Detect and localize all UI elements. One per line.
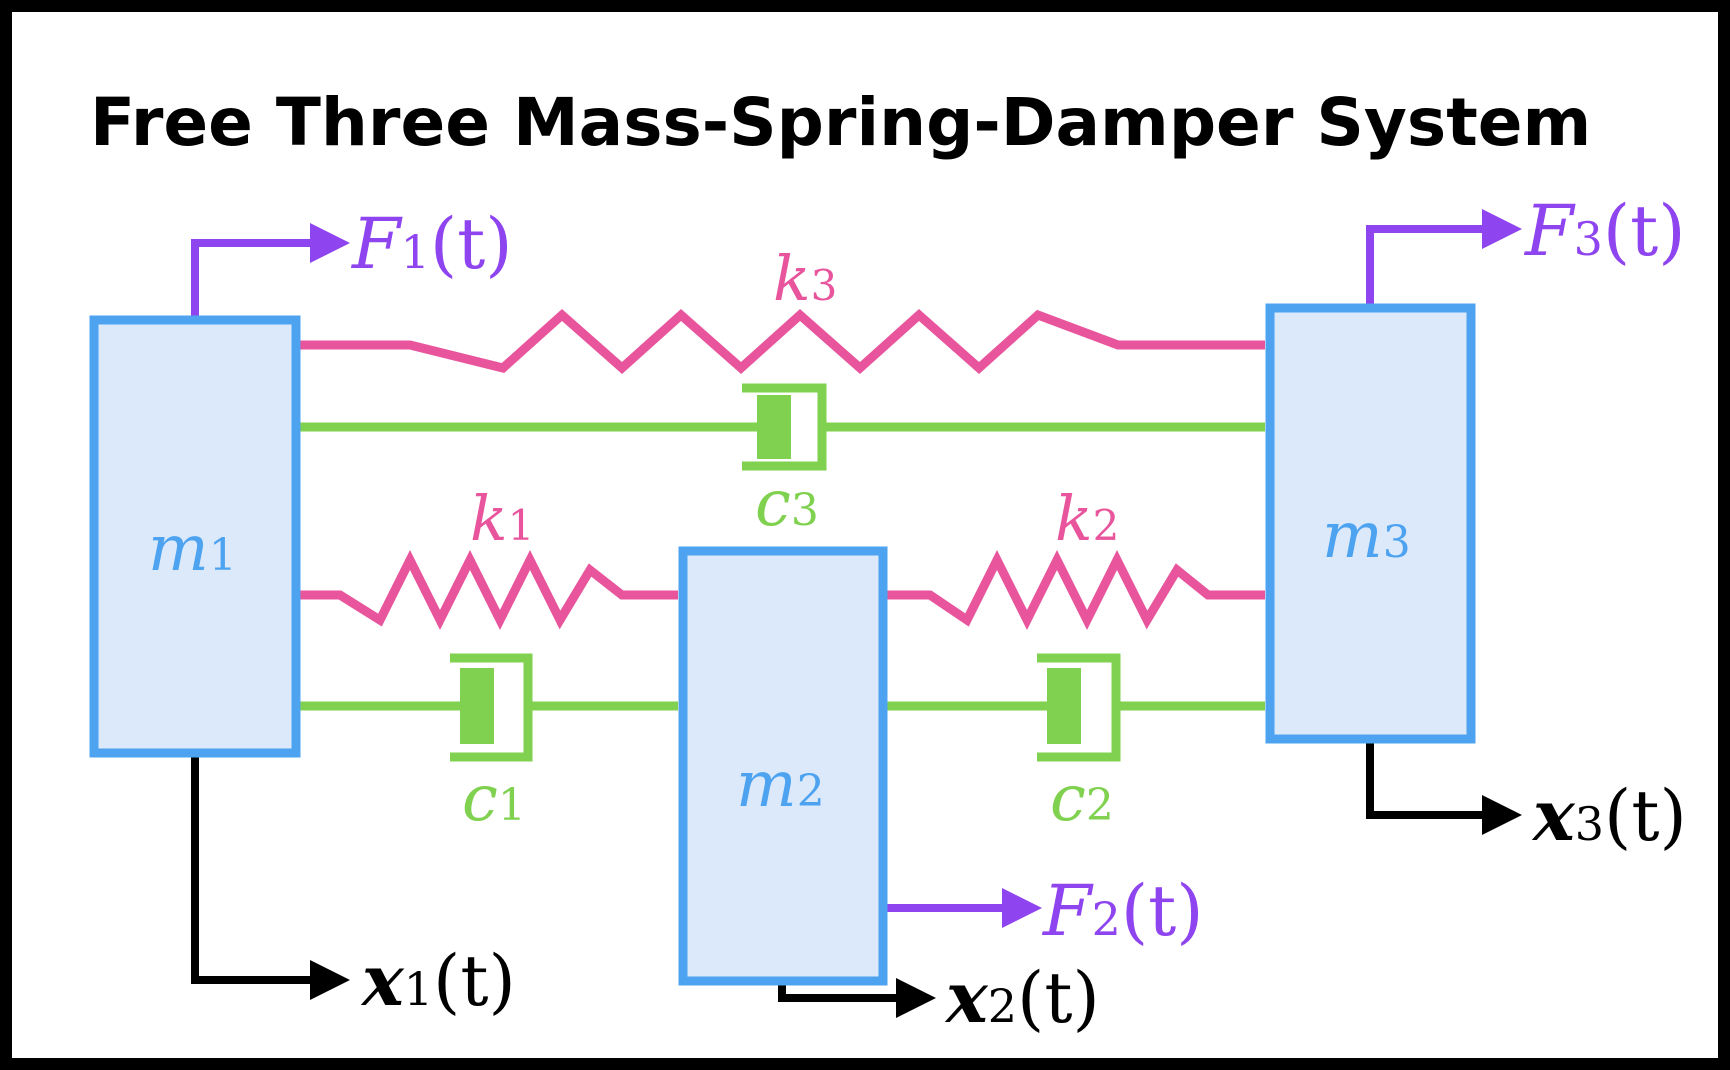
force-label-f3: F3(t) xyxy=(1523,190,1686,272)
damper-label-c2: c2 xyxy=(1050,762,1114,836)
mass-block-m2 xyxy=(678,546,888,986)
damper-c1 xyxy=(298,653,678,762)
spring-k3 xyxy=(298,308,1265,375)
force-arrowhead-f3 xyxy=(1482,209,1522,249)
spring-k2 xyxy=(886,549,1265,631)
force-label-f1: F1(t) xyxy=(350,203,513,285)
spring-label-k2: k2 xyxy=(1055,482,1119,555)
force-arrow-f1 xyxy=(191,239,320,317)
displacement-arrow-x2 xyxy=(778,980,905,1002)
diagram-title: Free Three Mass-Spring-Damper System xyxy=(90,84,1591,161)
mass-label-m2: m2 xyxy=(736,748,825,822)
force-arrowhead-f2 xyxy=(1002,888,1042,928)
displacement-label-x1: x1(t) xyxy=(360,939,516,1022)
displacement-arrow-x3 xyxy=(1366,742,1490,819)
force-arrow-f3 xyxy=(1366,225,1490,304)
damper-c2 xyxy=(886,653,1265,762)
spring-k1 xyxy=(298,549,678,631)
displacement-label-x3: x3(t) xyxy=(1531,774,1687,857)
displacement-arrowhead-x2 xyxy=(896,978,936,1018)
spring-label-k1: k1 xyxy=(470,482,534,555)
displacement-arrowhead-x1 xyxy=(310,960,350,1000)
mass-block-m1 xyxy=(89,315,301,758)
mass-label-m3: m3 xyxy=(1322,499,1411,573)
mass-label-m1: m1 xyxy=(148,512,237,586)
force-arrowhead-f1 xyxy=(310,223,350,263)
displacement-arrow-x1 xyxy=(191,755,320,984)
force-label-f2: F2(t) xyxy=(1041,870,1204,952)
spring-label-k3: k3 xyxy=(773,242,837,315)
mass-block-m3 xyxy=(1265,303,1476,744)
displacement-arrowhead-x3 xyxy=(1482,795,1522,835)
damper-c3 xyxy=(298,383,1265,471)
damper-label-c1: c1 xyxy=(462,762,526,836)
damper-label-c3: c3 xyxy=(755,467,819,541)
displacement-label-x2: x2(t) xyxy=(944,956,1100,1039)
